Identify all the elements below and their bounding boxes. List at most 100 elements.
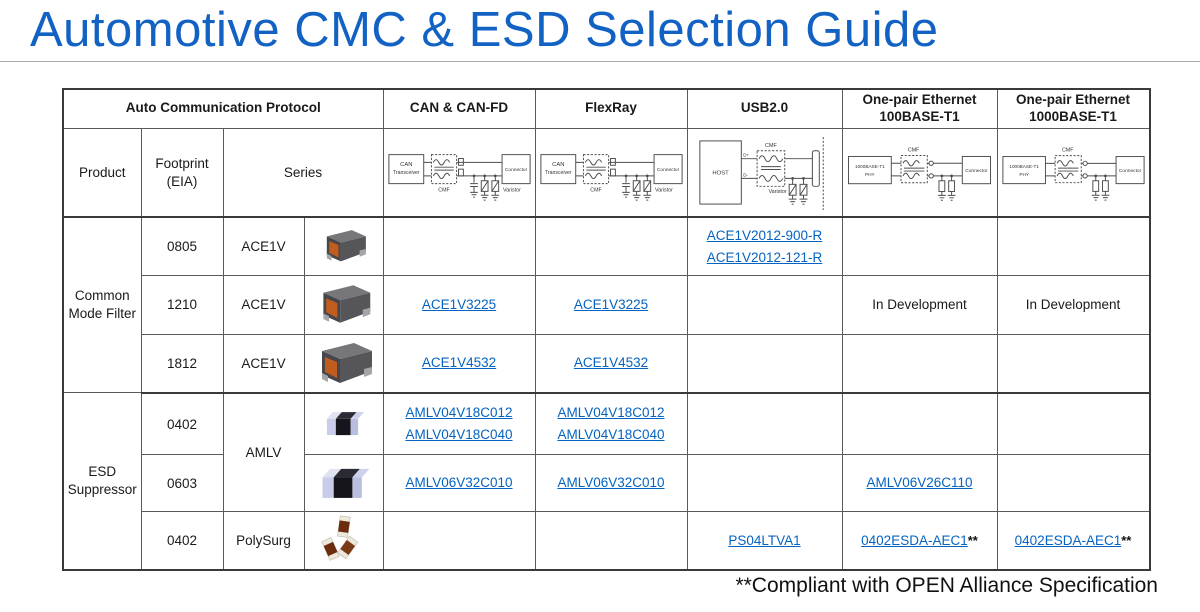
table-row: 1210 ACE1V ACE1V3225 ACE1V3225 In Develo… <box>63 274 1150 335</box>
header-flexray: FlexRay <box>534 88 688 129</box>
part-link[interactable]: AMLV06V32C010 <box>557 475 665 491</box>
footprint-cell: 0805 <box>140 216 224 276</box>
part-link[interactable]: PS04LTVA1 <box>728 533 801 549</box>
table-row: 0603 AMLV06V32C010 AMLV06V32C010 AMLV06V… <box>63 454 1150 513</box>
varistor-symbols <box>788 178 807 205</box>
cmf-label: CMF <box>1061 147 1073 153</box>
header-footprint: Footprint (EIA) <box>140 127 224 219</box>
connector-label: Connector <box>1118 168 1141 174</box>
cell-eth1000-0603 <box>996 454 1150 513</box>
table-row: 1812 ACE1V ACE1V4532 ACE1V4532 <box>63 333 1150 394</box>
diagram-cell-can: CAN Transceiver CMF <box>382 127 536 219</box>
diagram-cell-eth1000: 1000BASE-T1 PHY CMF <box>996 127 1150 219</box>
part-link[interactable]: AMLV04V18C040 <box>557 427 665 442</box>
svg-text:Transceiver: Transceiver <box>393 169 420 175</box>
cmc-choke-image <box>326 230 366 262</box>
header-eth100: One-pair Ethernet 100BASE-T1 <box>841 88 998 129</box>
table-row: ESD Suppressor 0402 AMLV AMLV04V18C012 A… <box>62 392 1150 571</box>
cell-eth1000-1812 <box>996 333 1150 394</box>
cell-can-1210: ACE1V3225 <box>382 274 536 335</box>
svg-text:PHY: PHY <box>865 171 875 176</box>
part-link[interactable]: ACE1V4532 <box>573 355 649 371</box>
varistor-label: Varistor <box>503 187 521 193</box>
status-text: In Development <box>872 297 967 313</box>
part-link[interactable]: ACE1V3225 <box>421 296 497 312</box>
product-group-common-mode-filter: Common Mode Filter <box>62 216 142 394</box>
part-link[interactable]: ACE1V4532 <box>421 355 497 371</box>
cmc-choke-photo <box>303 216 384 276</box>
cmf-label: CMF <box>438 187 450 193</box>
part-link[interactable]: AMLV04V18C012 <box>405 405 513 421</box>
dminus-label: D- <box>743 172 748 177</box>
status-text: In Development <box>1025 297 1121 313</box>
cmc-choke-photo <box>303 333 384 394</box>
footnote-marker: ** <box>1121 533 1132 549</box>
varistor-label: Varistor <box>768 189 786 195</box>
flexray-circuit-diagram: CAN Transceiver CMF <box>539 153 683 201</box>
series-cell: PolySurg <box>222 511 305 571</box>
footprint-cell: 0603 <box>140 454 224 513</box>
phy-label: 1000BASE-T1 <box>1009 164 1039 169</box>
varistor-label: Varistor <box>655 187 673 193</box>
part-link[interactable]: ACE1V2012-900-R <box>706 227 823 243</box>
header-series: Series <box>222 127 384 219</box>
cell-can-0402: AMLV04V18C012 AMLV04V18C040 <box>382 392 536 456</box>
svg-text:CAN: CAN <box>552 162 564 168</box>
cell-eth100-1812 <box>841 333 998 394</box>
part-link[interactable]: 0402ESDA-AEC1 <box>861 533 968 549</box>
host-label: HOST <box>712 170 729 176</box>
polysurg-chips-photo <box>303 511 384 571</box>
resistors-to-ground <box>1091 175 1109 201</box>
cell-eth1000-0402 <box>996 392 1150 456</box>
eth100-circuit-diagram: 1000BASE-T1 PHY CMF <box>847 147 992 201</box>
can-circuit-diagram: CAN Transceiver CMF <box>387 153 531 201</box>
diagram-cell-eth100: 1000BASE-T1 PHY CMF <box>841 127 998 219</box>
capacitor-to-ground <box>469 175 478 198</box>
series-cell: AMLV <box>222 392 305 513</box>
cell-usb-0805: ACE1V2012-900-R ACE1V2012-121-R <box>686 216 843 276</box>
part-link[interactable]: AMLV06V32C010 <box>405 475 513 491</box>
part-link[interactable]: ACE1V3225 <box>573 296 649 312</box>
part-link[interactable]: 0402ESDA-AEC1 <box>1014 533 1122 549</box>
can-transceiver-label: CAN <box>400 162 412 168</box>
cell-eth100-polysurg: 0402ESDA-AEC1** <box>841 511 998 571</box>
esd-chip-photo <box>303 454 384 513</box>
connector-label: Connector <box>965 168 988 174</box>
part-link[interactable]: AMLV06V26C110 <box>866 475 973 491</box>
cell-usb-1210 <box>686 274 843 335</box>
footprint-cell: 0402 <box>140 511 224 571</box>
cmf-symbol <box>756 150 785 187</box>
part-link[interactable]: ACE1V2012-121-R <box>706 249 823 265</box>
cmc-choke-photo <box>303 274 384 335</box>
phy-label: 1000BASE-T1 <box>855 164 885 169</box>
cell-usb-polysurg: PS04LTVA1 <box>686 511 843 571</box>
cell-eth100-0603: AMLV06V26C110 <box>841 454 998 513</box>
cell-can-polysurg <box>382 511 536 571</box>
connector-label: Connector <box>504 167 527 173</box>
header-row-protocols: Auto Communication Protocol CAN & CAN-FD… <box>62 88 1150 129</box>
cell-eth100-0402 <box>841 392 998 456</box>
cell-can-0805 <box>382 216 536 276</box>
polysurg-chips-image <box>320 515 358 562</box>
svg-text:PHY: PHY <box>1019 171 1029 176</box>
cell-flexray-0603: AMLV06V32C010 <box>534 454 688 513</box>
part-link[interactable]: AMLV04V18C012 <box>557 405 665 421</box>
cell-usb-0402 <box>686 392 843 456</box>
cell-can-0603: AMLV06V32C010 <box>382 454 536 513</box>
cell-flexray-1812: ACE1V4532 <box>534 333 688 394</box>
usb-connector-symbol <box>811 150 820 187</box>
svg-text:Transceiver: Transceiver <box>545 169 572 175</box>
table-row: Common Mode Filter 0805 ACE1V ACE1V2012-… <box>62 216 1150 394</box>
cell-eth1000-polysurg: 0402ESDA-AEC1** <box>996 511 1150 571</box>
varistor-symbols <box>480 175 499 201</box>
resistors-to-ground <box>937 175 956 201</box>
cell-flexray-0402: AMLV04V18C012 AMLV04V18C040 <box>534 392 688 456</box>
cmf-symbol <box>575 153 609 184</box>
esd-chip-photo <box>303 392 384 456</box>
cmf-label: CMF <box>590 187 602 193</box>
header-usb: USB2.0 <box>686 88 843 129</box>
part-link[interactable]: AMLV04V18C040 <box>405 427 513 442</box>
esd-chip-image <box>321 468 369 498</box>
series-cell: ACE1V <box>222 216 305 276</box>
page-title: Automotive CMC & ESD Selection Guide <box>30 3 939 57</box>
